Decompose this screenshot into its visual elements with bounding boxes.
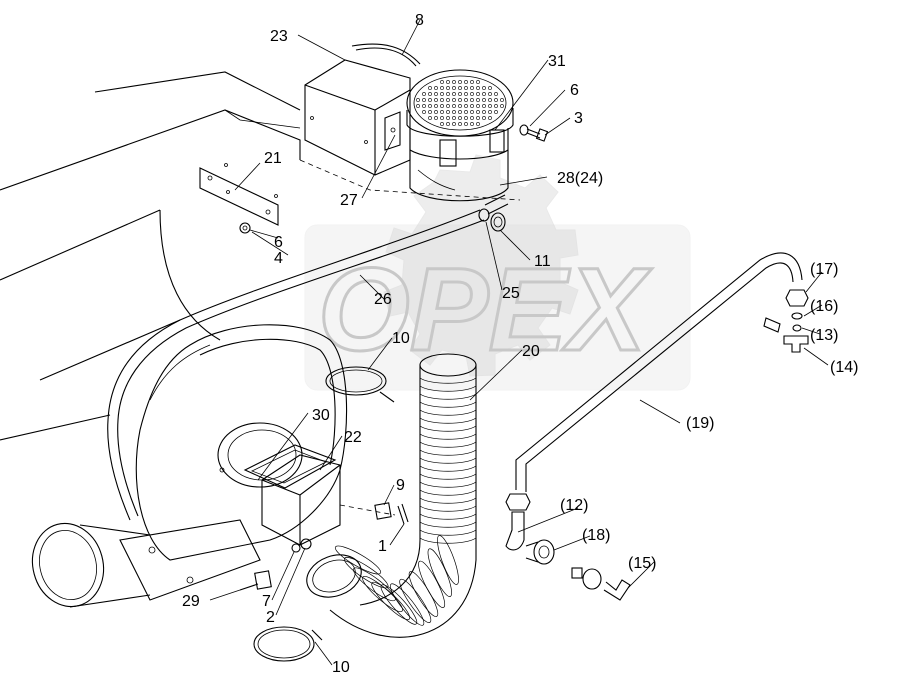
mounting-plate-21 xyxy=(199,163,279,226)
callout-13: (13) xyxy=(810,327,838,344)
air-filter-31 xyxy=(406,69,514,137)
callout-2: 2 xyxy=(266,609,275,626)
fitting-17 xyxy=(785,289,809,307)
elbow-15 xyxy=(571,567,631,601)
callout-3: 3 xyxy=(574,110,583,127)
watermark-text: OPEX xyxy=(318,244,652,376)
opex-watermark: OPEX xyxy=(304,154,691,391)
frame-bottom-edge xyxy=(0,414,111,441)
hose-ribs xyxy=(334,377,477,626)
hose-clamp-11 xyxy=(490,212,506,232)
callout-6-top: 6 xyxy=(570,82,579,99)
gasket-30 xyxy=(243,444,337,489)
nut-12 xyxy=(505,493,531,511)
hose-clamp-10-top xyxy=(325,366,395,403)
callout-4: 4 xyxy=(274,250,283,267)
flexible-hose-20 xyxy=(306,353,477,638)
tee-14 xyxy=(783,335,809,353)
callout-9: 9 xyxy=(396,477,405,494)
callout-18: (18) xyxy=(582,527,610,544)
frame-shadow xyxy=(224,109,301,129)
frame-lower-edge xyxy=(0,209,161,281)
callout-21: 21 xyxy=(264,150,282,167)
frame-top-edge xyxy=(94,71,301,111)
washer-16 xyxy=(791,312,803,320)
watermark-gear-shape xyxy=(383,154,579,377)
callout-12: (12) xyxy=(560,497,588,514)
callout-8: 8 xyxy=(415,12,424,29)
screw-3 xyxy=(526,128,549,142)
bracket-29 xyxy=(254,570,272,590)
callout-10-bottom: 10 xyxy=(332,659,350,676)
leader-lines xyxy=(209,19,829,666)
callout-11: 11 xyxy=(534,253,551,270)
elbow-12 xyxy=(505,511,525,551)
filter-housing-28 xyxy=(409,128,509,202)
plug-14 xyxy=(763,317,781,333)
blower-housing xyxy=(119,324,348,601)
callout-7: 7 xyxy=(262,593,271,610)
callout-19: (19) xyxy=(686,415,714,432)
callout-28-24: 28(24) xyxy=(557,170,603,187)
cover-22 xyxy=(261,454,396,546)
callout-6-left: 6 xyxy=(274,234,283,251)
adapter-18 xyxy=(525,539,555,565)
callout-20: 20 xyxy=(522,343,540,360)
callout-16: (16) xyxy=(810,298,838,315)
callout-29: 29 xyxy=(182,593,200,610)
watermark-band xyxy=(304,224,691,391)
fitting-25 xyxy=(478,208,490,222)
callout-23: 23 xyxy=(270,28,288,45)
frame-inner-edge xyxy=(0,109,301,191)
screw-29 xyxy=(239,583,259,591)
callout-17: (17) xyxy=(810,261,838,278)
machine-frame xyxy=(0,71,301,441)
nut-4 xyxy=(239,222,251,234)
callout-1: 1 xyxy=(378,538,387,555)
seal-strip-8 xyxy=(351,43,421,65)
callout-10-top: 10 xyxy=(392,330,410,347)
pipe-end-26 xyxy=(484,194,509,215)
clip-9 xyxy=(374,502,392,520)
callout-26: 26 xyxy=(374,291,392,308)
bracket-27 xyxy=(384,111,401,151)
seal-13 xyxy=(792,324,802,332)
seal-strip-8-inner xyxy=(355,47,417,67)
nut-2 xyxy=(300,538,312,550)
callout-15: (15) xyxy=(628,555,656,572)
frame-left-edge xyxy=(39,319,181,381)
hose-26 xyxy=(107,209,481,521)
hose-clamp-10-bottom xyxy=(253,626,323,662)
blower-spout xyxy=(31,522,151,608)
callout-labels: 8 23 31 6 3 21 28(24) 27 6 4 11 25 26 (1… xyxy=(182,12,858,676)
hose-26-inner xyxy=(117,219,485,517)
callout-27: 27 xyxy=(340,192,358,209)
washer-6 xyxy=(519,124,529,136)
callout-25: 25 xyxy=(502,285,520,302)
frame-wall xyxy=(159,209,221,341)
callout-22: 22 xyxy=(344,429,362,446)
screw-1 xyxy=(397,503,409,525)
callout-14: (14) xyxy=(830,359,858,376)
pipe-19 xyxy=(515,252,803,492)
callout-30: 30 xyxy=(312,407,330,424)
washer-7 xyxy=(291,543,301,553)
callout-31: 31 xyxy=(548,53,566,70)
filter-mesh xyxy=(416,80,504,126)
